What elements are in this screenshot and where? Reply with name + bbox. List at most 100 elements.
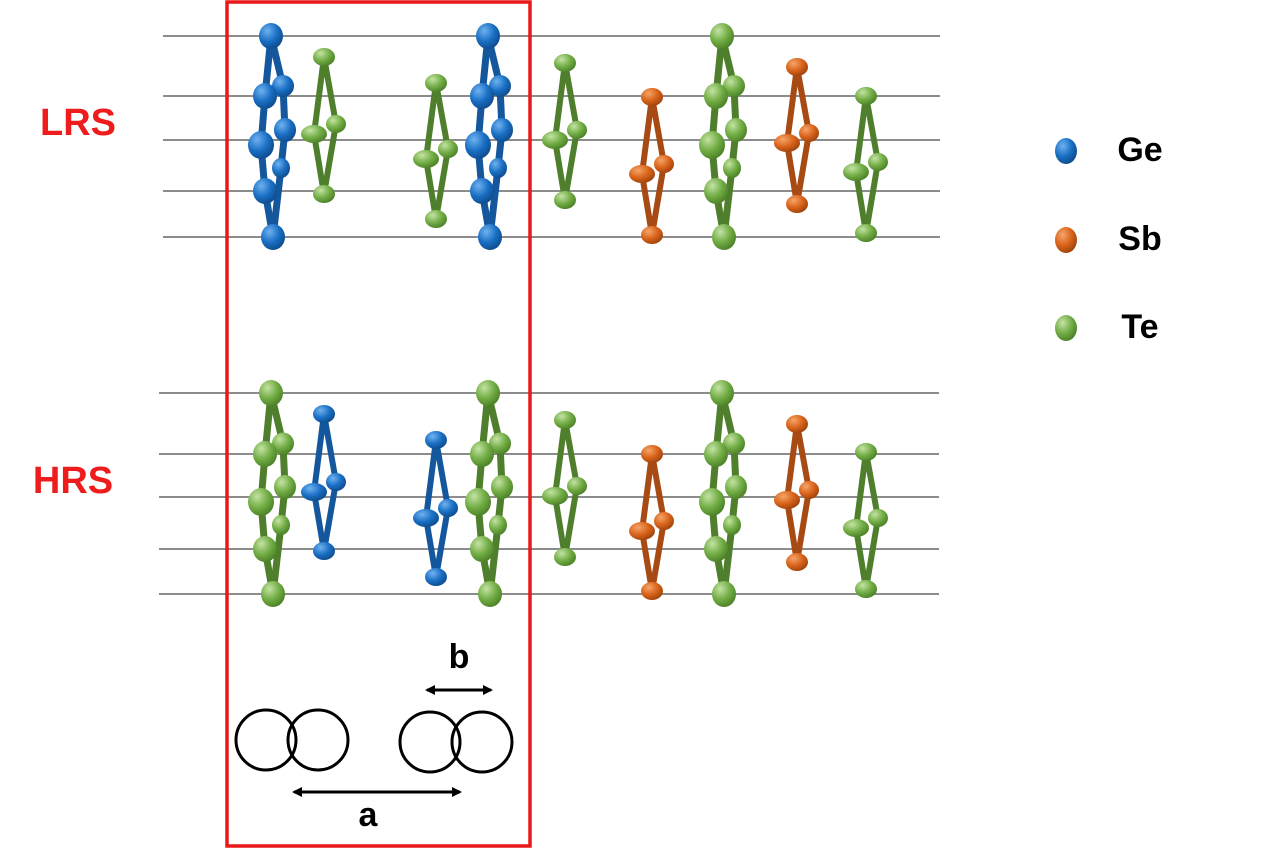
atom-ge: [272, 75, 294, 97]
bond-sb: [794, 64, 812, 136]
bond-te: [853, 525, 869, 592]
atom-te: [253, 441, 277, 467]
atom-te: [272, 432, 294, 455]
bond-ge: [433, 437, 451, 511]
bond-ge: [321, 479, 339, 554]
bond-ge: [433, 505, 451, 580]
atom-te: [425, 210, 447, 228]
schematic-circle: [398, 710, 462, 774]
bond-sb: [649, 518, 667, 594]
legend: Ge Sb Te: [1055, 131, 1163, 346]
bond-sb: [639, 171, 655, 238]
bond-te: [552, 137, 568, 203]
atom-te: [868, 153, 888, 171]
bond-te: [863, 515, 881, 592]
bond-te: [311, 54, 327, 137]
bond-sb: [639, 94, 655, 177]
atom-sb: [641, 445, 663, 463]
bond-ge: [423, 515, 439, 580]
bond-sb: [649, 451, 667, 524]
atom-te: [554, 54, 576, 72]
atom-ge: [272, 158, 290, 178]
bond-ge: [423, 437, 439, 521]
atom-te: [704, 178, 728, 204]
bond-sb: [784, 497, 800, 565]
atom-te: [259, 380, 283, 406]
atom-te: [425, 74, 447, 92]
atom-te: [868, 509, 888, 527]
atom-te: [272, 515, 290, 535]
atom-te: [301, 125, 327, 143]
atom-te: [554, 411, 576, 429]
bond-te: [552, 417, 568, 499]
atom-sb: [786, 195, 808, 213]
legend-te-label: Te: [1121, 308, 1158, 346]
atom-te: [843, 163, 869, 181]
legend-sb-swatch: [1055, 227, 1077, 253]
atom-te: [438, 140, 458, 158]
bond-te: [863, 93, 881, 165]
atom-te: [855, 580, 877, 598]
atom-ge: [478, 224, 502, 250]
schematic-circle: [286, 708, 350, 772]
atom-ge: [274, 118, 296, 142]
atom-te: [313, 48, 335, 66]
legend-ge-label: Ge: [1117, 131, 1162, 169]
atom-ge: [425, 568, 447, 586]
atom-te: [248, 488, 274, 516]
lrs-label: LRS: [40, 102, 116, 144]
lrs-structure: [248, 23, 888, 250]
atom-ge: [470, 178, 494, 204]
atom-te: [723, 432, 745, 455]
atom-te: [491, 475, 513, 499]
bond-te: [562, 127, 580, 203]
atom-ge: [413, 509, 439, 527]
atom-te: [478, 581, 502, 607]
atom-sb: [654, 155, 674, 173]
atom-te: [413, 150, 439, 168]
bond-sb: [784, 140, 800, 207]
atom-sb: [799, 481, 819, 499]
atom-te: [855, 87, 877, 105]
bond-te: [423, 80, 439, 162]
highlight-box: [225, 0, 532, 848]
bond-te: [562, 483, 580, 560]
atom-te: [542, 131, 568, 149]
atom-sb: [774, 134, 800, 152]
atom-te: [699, 131, 725, 159]
atom-te: [489, 432, 511, 455]
atom-te: [855, 443, 877, 461]
legend-sb-label: Sb: [1118, 220, 1161, 258]
bond-te: [321, 121, 339, 197]
bond-te: [433, 80, 451, 152]
atom-ge: [301, 483, 327, 501]
bond-te: [562, 60, 580, 133]
atom-te: [704, 536, 728, 562]
atom-te: [567, 121, 587, 139]
atom-ge: [261, 224, 285, 250]
atom-te: [465, 488, 491, 516]
label-b: b: [449, 638, 470, 676]
atom-te: [470, 441, 494, 467]
atom-ge: [259, 23, 283, 49]
atom-sb: [786, 415, 808, 433]
atom-te: [712, 581, 736, 607]
atom-te: [554, 191, 576, 209]
legend-ge-swatch: [1055, 138, 1077, 164]
legend-te-swatch: [1055, 315, 1077, 341]
atom-te: [712, 224, 736, 250]
atom-te: [704, 83, 728, 109]
atom-ge: [326, 473, 346, 491]
atom-sb: [641, 582, 663, 600]
atom-ge: [470, 83, 494, 109]
schematic-circle: [450, 710, 514, 774]
atom-ge: [491, 118, 513, 142]
bond-ge: [311, 489, 327, 554]
atom-sb: [786, 58, 808, 76]
atom-sb: [799, 124, 819, 142]
atom-sb: [641, 226, 663, 244]
atom-ge: [313, 542, 335, 560]
atom-te: [855, 224, 877, 242]
atom-ge: [425, 431, 447, 449]
atom-te: [725, 475, 747, 499]
